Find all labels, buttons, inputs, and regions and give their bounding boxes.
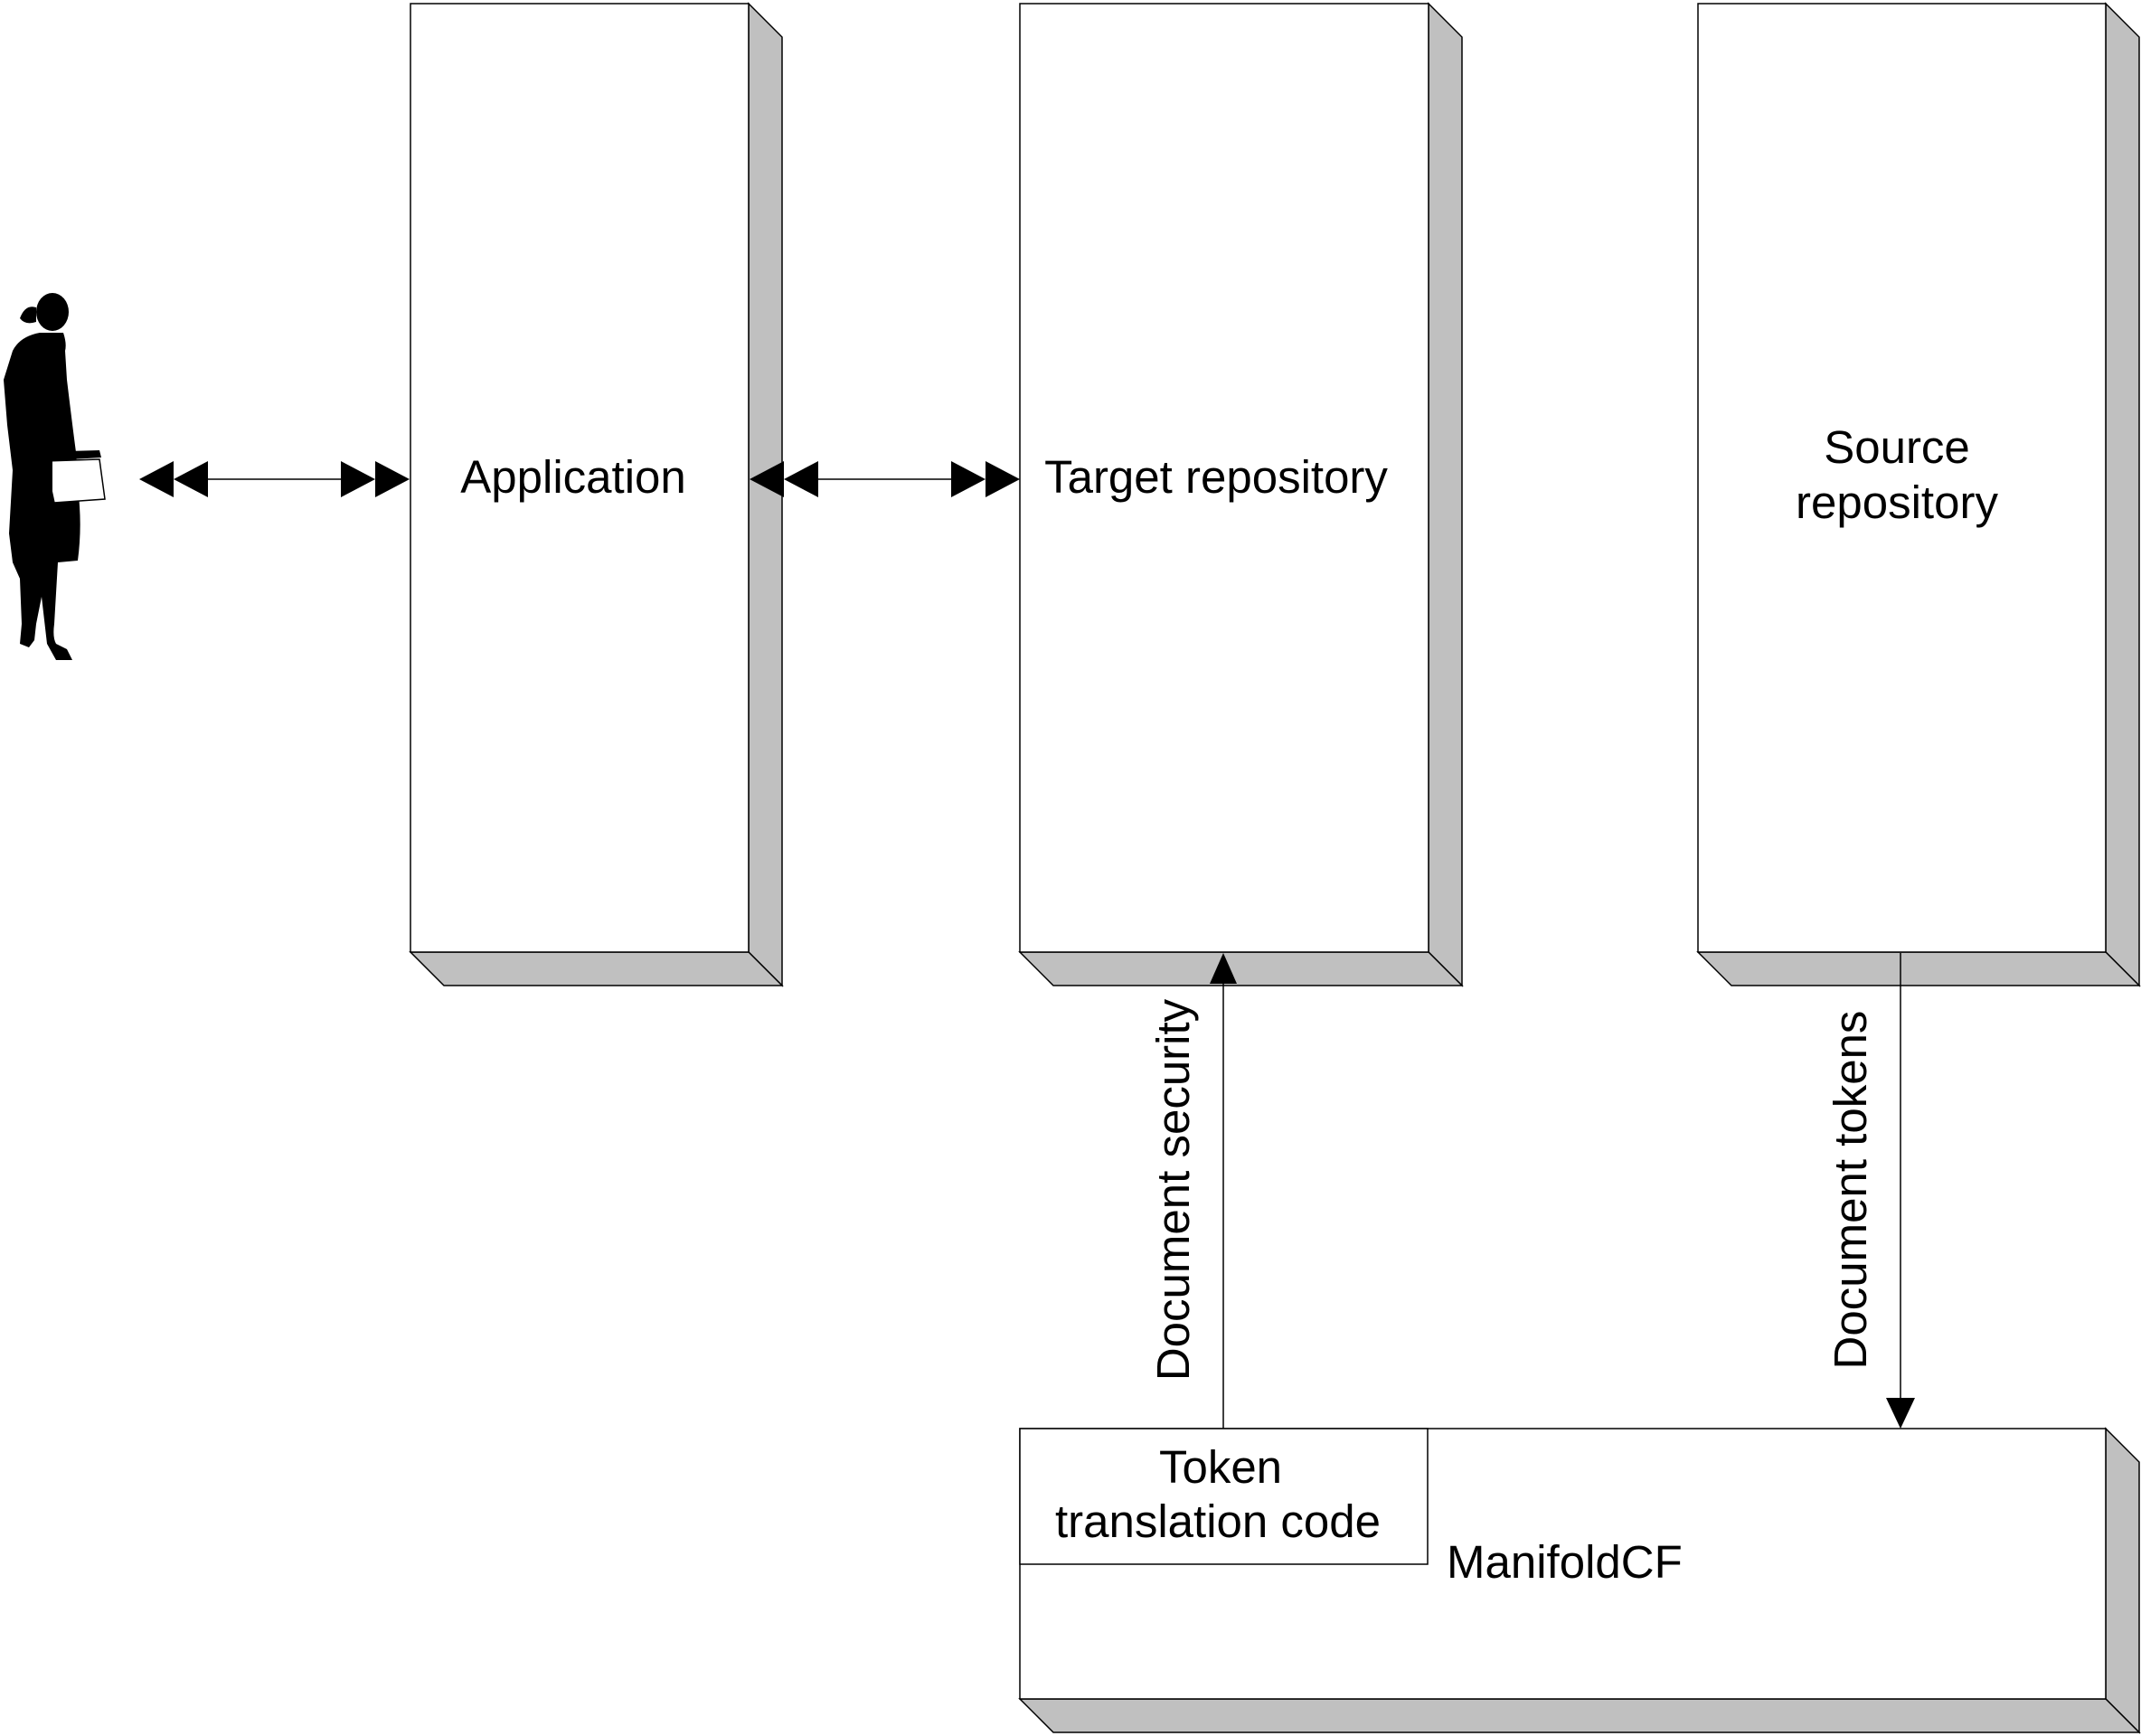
document-security-arrow: Document security (1147, 953, 1237, 1429)
token-translation-label-line2: translation code (1055, 1495, 1381, 1547)
application-box: Application (409, 2, 784, 987)
document-security-label: Document security (1147, 998, 1199, 1381)
document-tokens-arrow: Document tokens (1825, 953, 1915, 1429)
application-label: Application (460, 451, 686, 503)
user-application-connector (139, 461, 410, 497)
application-target-connector (750, 461, 1020, 497)
token-translation-code-box: Token translation code (1019, 1428, 1429, 1565)
document-tokens-label: Document tokens (1825, 1011, 1876, 1370)
source-repository-label-line1: Source (1824, 421, 1970, 473)
token-translation-label-line1: Token (1159, 1441, 1282, 1493)
source-repository-label-line2: repository (1796, 476, 1998, 528)
source-repository-box: Source repository (1696, 2, 2141, 987)
manifoldcf-label: ManifoldCF (1447, 1536, 1683, 1588)
target-repository-label: Target repository (1044, 451, 1388, 503)
target-repository-box: Target repository (1018, 2, 1464, 987)
person-silhouette-icon (4, 293, 106, 660)
